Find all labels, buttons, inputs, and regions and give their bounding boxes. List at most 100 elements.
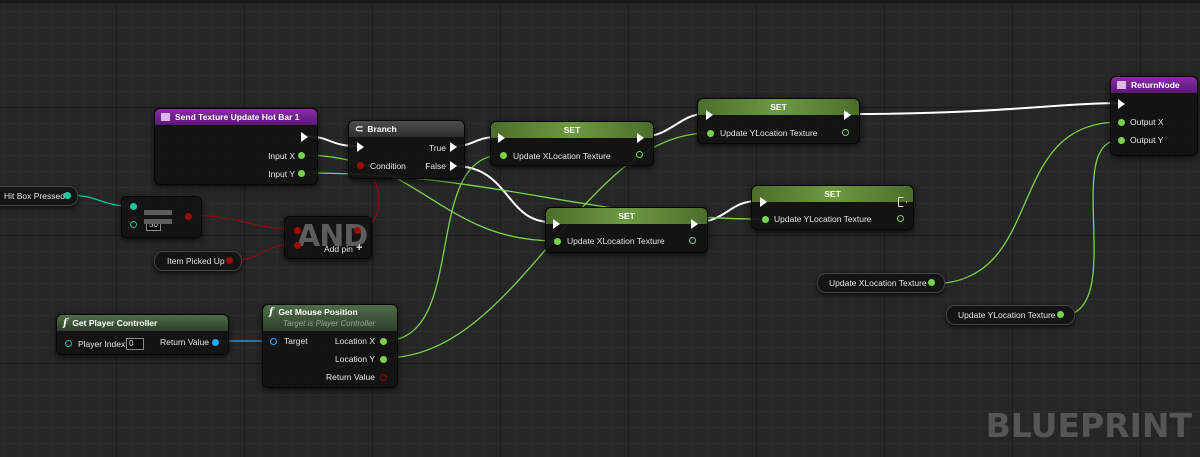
variable-label: Item Picked Up xyxy=(167,256,225,266)
and-in-b-pin[interactable] xyxy=(294,242,301,249)
true-label: True xyxy=(428,143,446,153)
node-title: Get Mouse Position xyxy=(278,307,358,317)
exec-wire xyxy=(453,165,552,223)
exec-in-pin[interactable] xyxy=(357,142,364,152)
node-header: ReturnNode xyxy=(1111,77,1197,93)
update-ylocation-texture-variable[interactable]: Update YLocation Texture xyxy=(946,305,1075,325)
exec-out-pin[interactable] xyxy=(637,133,644,143)
node-header: Send Texture Update Hot Bar 1 xyxy=(155,109,317,125)
set-node[interactable]: SET Update YLocation Texture xyxy=(697,98,860,144)
get-player-controller-node[interactable]: f Get Player Controller Player Index 0 R… xyxy=(56,314,229,355)
variable-out-pin[interactable] xyxy=(928,279,935,286)
node-subtitle: Target is Player Controller xyxy=(283,319,376,328)
node-title: Send Texture Update Hot Bar 1 xyxy=(175,112,300,122)
exec-out-pin[interactable] xyxy=(898,197,907,207)
return-value-label: Return Value xyxy=(326,372,375,382)
variable-out-pin[interactable] xyxy=(226,257,233,264)
target-label: Target xyxy=(284,336,308,346)
target-pin[interactable] xyxy=(270,338,277,345)
exec-in-pin[interactable] xyxy=(498,133,505,143)
location-y-label: Location Y xyxy=(334,354,375,364)
value-out-pin[interactable] xyxy=(842,129,849,136)
equals-in-b-pin[interactable] xyxy=(130,221,137,228)
node-header: SET xyxy=(752,186,913,202)
location-y-pin[interactable] xyxy=(380,356,387,363)
value-in-pin[interactable] xyxy=(762,216,769,223)
node-title: ReturnNode xyxy=(1131,80,1180,90)
node-header: SET xyxy=(546,208,707,224)
player-index-label: Player Index xyxy=(78,339,126,349)
exec-wire xyxy=(847,102,1120,115)
value-in-pin[interactable] xyxy=(707,130,714,137)
true-exec-pin[interactable] xyxy=(450,142,457,152)
blueprint-watermark: BLUEPRINT xyxy=(985,406,1192,445)
input-x-pin[interactable] xyxy=(298,152,305,159)
output-y-label: Output Y xyxy=(1130,135,1164,145)
exec-out-pin[interactable] xyxy=(691,219,698,229)
exec-out-pin[interactable] xyxy=(844,110,851,120)
exec-in-pin[interactable] xyxy=(760,197,767,207)
add-pin-icon[interactable]: + xyxy=(356,242,363,254)
update-xlocation-texture-variable[interactable]: Update XLocation Texture xyxy=(817,273,945,293)
exec-out-pin[interactable] xyxy=(301,132,308,142)
branch-node[interactable]: ⊂ Branch True Condition False xyxy=(348,120,465,179)
and-out-pin[interactable] xyxy=(354,227,361,234)
variable-label: Update YLocation Texture xyxy=(958,310,1056,320)
value-in-pin[interactable] xyxy=(500,152,507,159)
set-pin-label: Update XLocation Texture xyxy=(513,151,611,161)
value-out-pin[interactable] xyxy=(636,151,643,158)
function-icon: f xyxy=(269,307,274,318)
equals-icon xyxy=(144,208,172,228)
variable-label: Hit Box Pressed xyxy=(4,191,65,201)
false-exec-pin[interactable] xyxy=(450,161,457,171)
variable-label: Update XLocation Texture xyxy=(829,278,927,288)
condition-label: Condition xyxy=(370,161,406,171)
and-in-a-pin[interactable] xyxy=(294,227,301,234)
node-header: SET xyxy=(698,99,859,115)
graph-top-edge xyxy=(0,0,1200,3)
set-node[interactable]: SET Update XLocation Texture xyxy=(545,207,708,253)
equals-out-pin[interactable] xyxy=(185,213,192,220)
add-pin-label[interactable]: Add pin xyxy=(324,244,353,254)
node-title: Branch xyxy=(367,124,397,134)
bool-wire xyxy=(186,214,297,230)
condition-pin[interactable] xyxy=(357,162,364,169)
send-texture-update-node[interactable]: Send Texture Update Hot Bar 1 Input X In… xyxy=(154,108,318,185)
node-header: ⊂ Branch xyxy=(349,121,464,137)
exec-in-pin[interactable] xyxy=(553,219,560,229)
variable-out-pin[interactable] xyxy=(1057,311,1064,318)
variable-out-pin[interactable] xyxy=(64,192,71,199)
hit-box-pressed-variable[interactable]: Hit Box Pressed xyxy=(0,186,78,206)
player-index-input[interactable]: 0 xyxy=(126,338,144,350)
player-index-pin[interactable] xyxy=(65,340,72,347)
set-node[interactable]: SET Update XLocation Texture xyxy=(490,121,654,166)
set-pin-label: Update YLocation Texture xyxy=(720,128,818,138)
output-x-label: Output X xyxy=(1130,117,1164,127)
get-mouse-position-node[interactable]: f Get Mouse Position Target is Player Co… xyxy=(262,304,398,388)
exec-in-pin[interactable] xyxy=(706,110,713,120)
location-x-label: Location X xyxy=(334,336,375,346)
output-y-pin[interactable] xyxy=(1118,137,1125,144)
return-icon xyxy=(1117,81,1126,89)
set-pin-label: Update XLocation Texture xyxy=(567,236,665,246)
float-wire xyxy=(1059,139,1121,317)
return-value-pin[interactable] xyxy=(212,339,219,346)
item-picked-up-variable[interactable]: Item Picked Up xyxy=(154,251,242,271)
value-out-pin[interactable] xyxy=(897,215,904,222)
return-value-pin[interactable] xyxy=(380,374,387,381)
false-label: False xyxy=(425,161,446,171)
and-node[interactable]: AND Add pin + xyxy=(284,216,372,259)
location-x-pin[interactable] xyxy=(380,338,387,345)
value-in-pin[interactable] xyxy=(554,238,561,245)
output-x-pin[interactable] xyxy=(1118,119,1125,126)
exec-in-pin[interactable] xyxy=(1118,99,1125,109)
value-out-pin[interactable] xyxy=(689,237,696,244)
input-y-pin[interactable] xyxy=(298,170,305,177)
set-node[interactable]: SET Update YLocation Texture xyxy=(751,185,914,230)
branch-icon: ⊂ xyxy=(355,123,364,135)
equals-in-a-pin[interactable] xyxy=(130,203,137,210)
return-node[interactable]: ReturnNode Output X Output Y xyxy=(1110,76,1198,156)
equals-node[interactable]: 50 xyxy=(121,196,202,238)
return-value-label: Return Value xyxy=(160,337,209,347)
and-glyph: AND xyxy=(297,219,368,254)
